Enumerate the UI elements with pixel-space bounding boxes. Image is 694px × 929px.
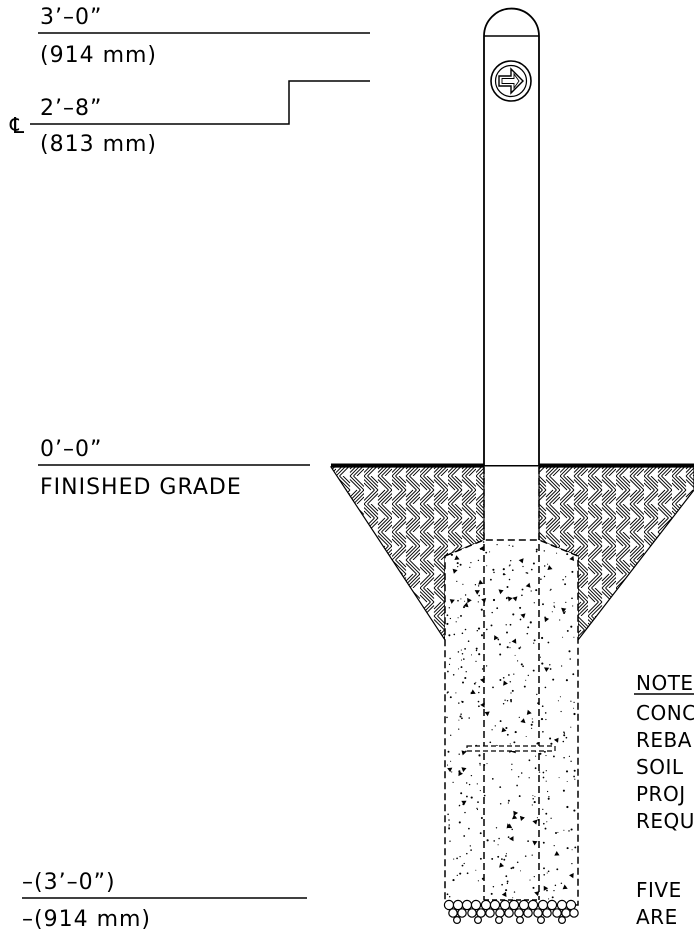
note-line: ARE [636, 905, 678, 929]
bollard-post [483, 7, 540, 465]
concrete-aggregate-stipple [446, 541, 577, 900]
note-line: FIVE [636, 878, 682, 902]
elevation-bottom-marker: –(3’–0”) –(914 mm) [22, 870, 307, 929]
elevation-top-marker: 3’–0” (914 mm) [38, 5, 370, 68]
note-line: PROJ [636, 782, 686, 806]
elevation-bottom-metric: –(914 mm) [22, 907, 151, 929]
notes-block: NOTE CONC REBA SOIL PROJ REQU FIVE ARE [634, 671, 694, 929]
note-line: REQU [636, 809, 694, 833]
centerline-symbol: ℄ [9, 114, 25, 139]
elevation-centerline-marker: ℄ 2’–8” (813 mm) [9, 80, 370, 157]
note-line: CONC [636, 701, 694, 725]
elevation-grade-marker: 0’–0” FINISHED GRADE [38, 437, 310, 500]
elevation-grade-imperial: 0’–0” [40, 437, 102, 462]
elevation-bottom-imperial: –(3’–0”) [22, 870, 116, 895]
note-line: REBA [636, 728, 692, 752]
gravel-base [443, 899, 579, 924]
elevation-top-metric: (914 mm) [40, 43, 157, 68]
elevation-top-imperial: 3’–0” [40, 5, 102, 30]
elevation-centerline-imperial: 2’–8” [40, 96, 102, 121]
embedded-post [483, 467, 540, 901]
concrete-footing [444, 539, 579, 906]
arrow-emblem-icon [490, 60, 532, 102]
elevation-centerline-metric: (813 mm) [40, 132, 157, 157]
notes-heading: NOTE [636, 671, 694, 695]
note-line: SOIL [636, 755, 684, 779]
finished-grade-caption: FINISHED GRADE [40, 475, 242, 500]
rebar-crosspin [466, 745, 556, 752]
